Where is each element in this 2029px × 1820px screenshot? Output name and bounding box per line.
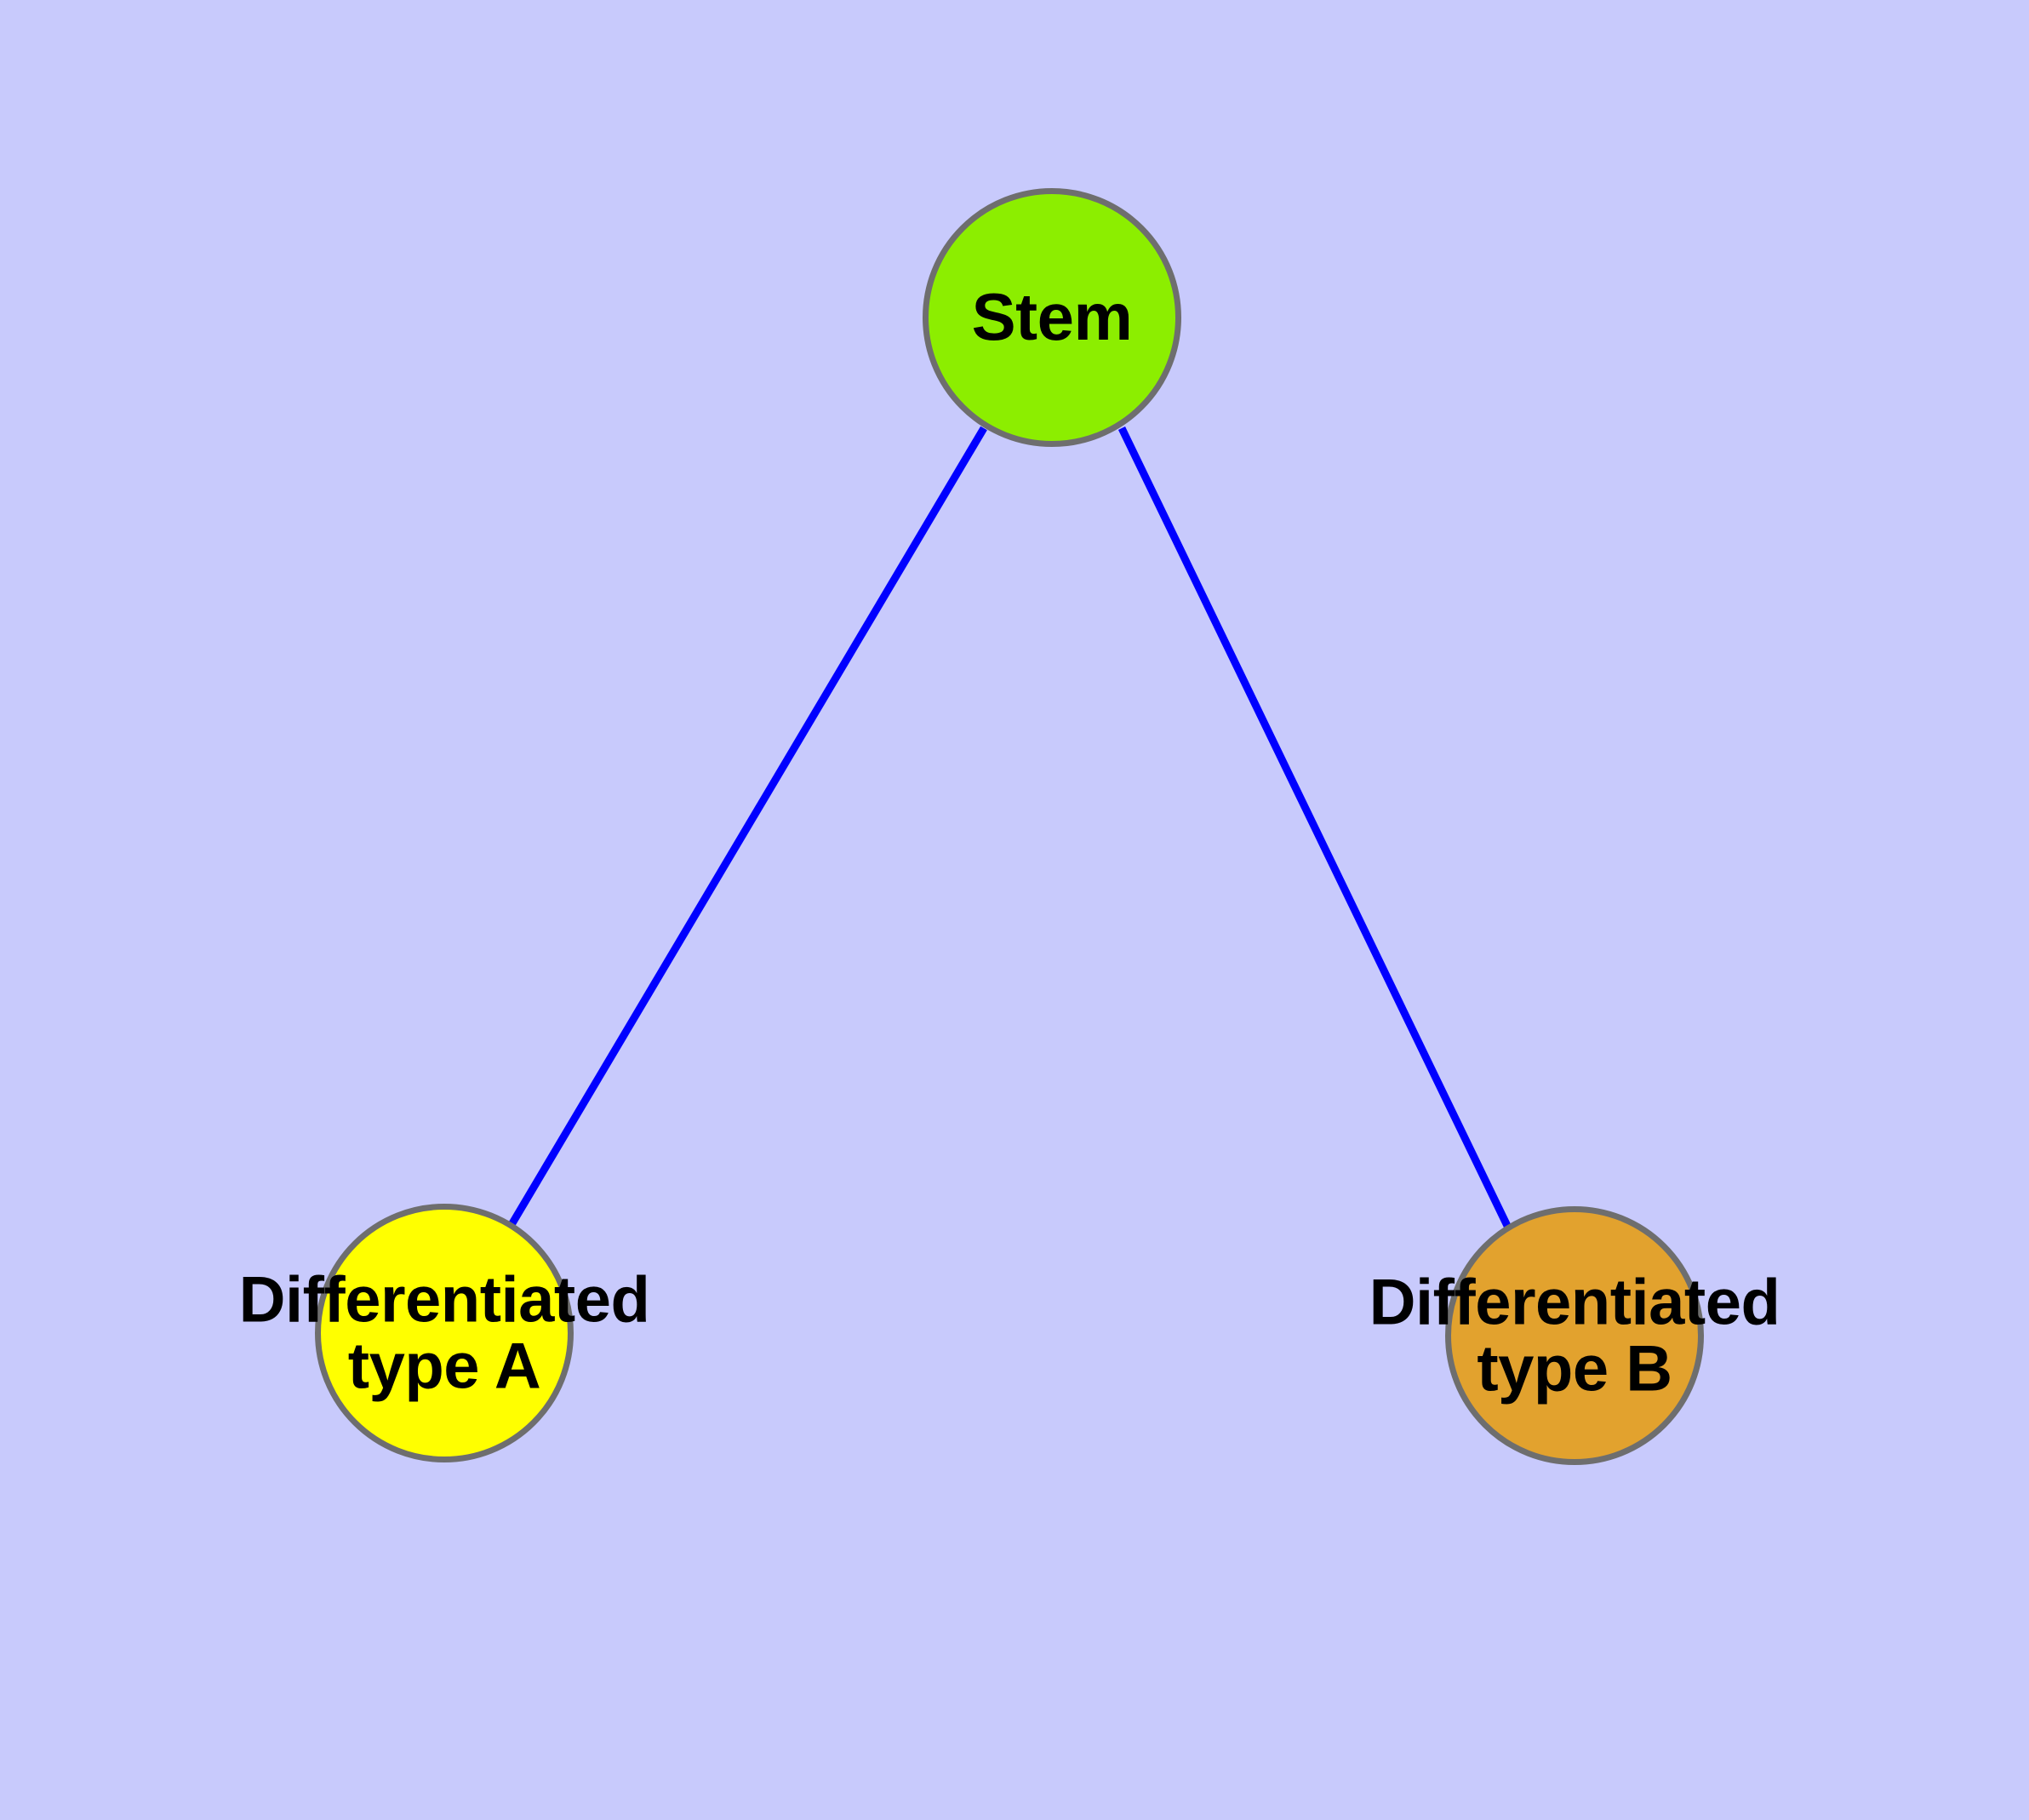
node-layer — [315, 188, 1704, 1465]
node-diff-b[interactable] — [1445, 1206, 1704, 1465]
edge-stem-to-diff-b — [1117, 426, 1512, 1228]
node-diff-a[interactable] — [315, 1204, 574, 1462]
edge-layer — [509, 426, 1512, 1228]
node-stem[interactable] — [923, 188, 1181, 447]
edge-stem-to-diff-a — [509, 426, 987, 1226]
